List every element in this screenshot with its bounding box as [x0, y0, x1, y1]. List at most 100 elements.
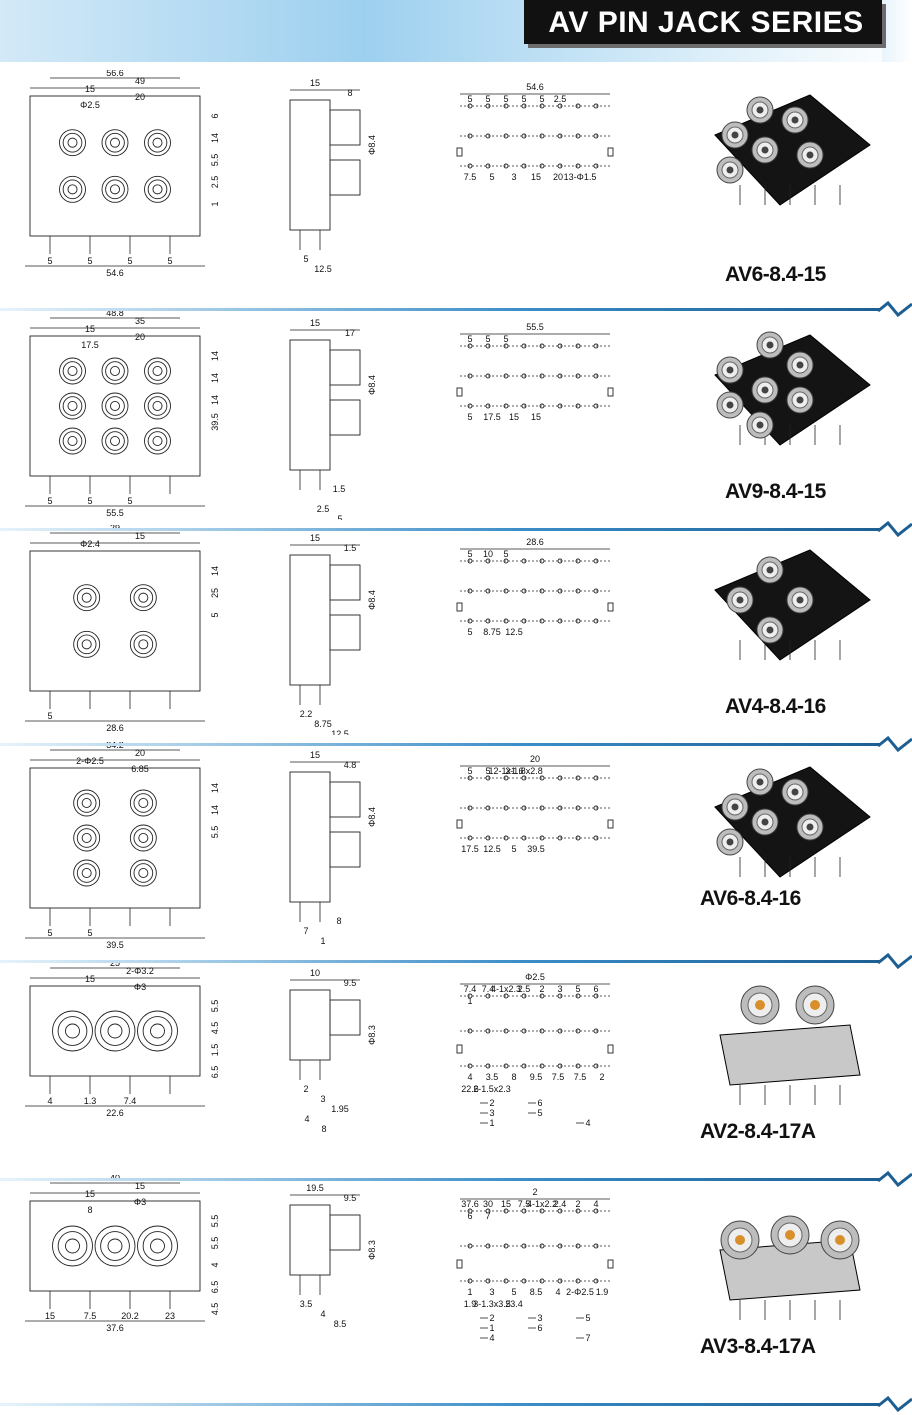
dimension-label: 14: [210, 351, 220, 361]
dimension-label: Φ8.4: [367, 807, 377, 827]
dimension-label: Φ8.4: [367, 135, 377, 155]
product-photo: [714, 549, 871, 661]
product-photo: [719, 985, 861, 1105]
dimension-label: 8: [336, 916, 341, 926]
dimension-label: 7: [485, 1211, 490, 1221]
dimension-label: 1.9: [596, 1287, 609, 1297]
pin-number: 4: [489, 1333, 494, 1343]
pin-number: 6: [537, 1323, 542, 1333]
dimension-label: 5: [575, 984, 580, 994]
product-photo: [714, 331, 871, 446]
dimension-label: 1.3: [84, 1096, 97, 1106]
dimension-label: 8: [347, 88, 352, 98]
dimension-label: 5: [539, 94, 544, 104]
dimension-label: 3: [511, 172, 516, 182]
dimension-label: 4.5: [210, 1303, 220, 1316]
dimension-label: 5: [127, 496, 132, 506]
dimension-label: 7.4: [124, 1096, 137, 1106]
dimension-label: 2.4: [554, 1199, 567, 1209]
dimension-label: 25: [110, 960, 120, 968]
technical-drawings: 2915Φ2.414255528.6151.5Φ8.42.28.7512.528…: [25, 525, 614, 735]
dimension-label: 37.6: [461, 1199, 479, 1209]
model-number: AV9-8.4-15: [725, 480, 826, 503]
dimension-label: 2: [303, 1084, 308, 1094]
dimension-label: 15: [85, 974, 95, 984]
dimension-label: 9.5: [344, 1193, 357, 1203]
product-section: 34.2202-Φ2.56.8514145.55539.5154.8871Φ8.…: [0, 742, 912, 952]
pin-number: 5: [585, 1313, 590, 1323]
dimension-label: 15: [310, 750, 320, 760]
dimension-label: 14: [210, 395, 220, 405]
dimension-label: 6: [467, 1211, 472, 1221]
dimension-label: 4: [47, 1096, 52, 1106]
dimension-label: 5: [467, 334, 472, 344]
dimension-label: 2-Φ3.2: [126, 966, 154, 976]
dimension-label: 5.5: [210, 1215, 220, 1228]
model-number: AV4-8.4-16: [725, 695, 826, 718]
dimension-label: 2.5: [518, 984, 531, 994]
dimension-label: 15: [85, 324, 95, 334]
dimension-label: 5.5: [210, 1237, 220, 1250]
dimension-label: 30: [483, 1199, 493, 1209]
dimension-label: 15: [85, 1189, 95, 1199]
dimension-label: 1.95: [331, 1104, 349, 1114]
section-divider: [0, 1170, 912, 1188]
dimension-label: 12.5: [505, 627, 523, 637]
dimension-label: 2.5: [210, 176, 220, 189]
dimension-label: 12.5: [314, 264, 332, 274]
dimension-label: 19.5: [306, 1183, 324, 1193]
dimension-label: 5: [47, 928, 52, 938]
dimension-label: 55.5: [526, 322, 544, 332]
dimension-label: 25: [210, 588, 220, 598]
dimension-label: 8.75: [314, 719, 332, 729]
dimension-label: 5: [47, 256, 52, 266]
dimension-label: 39.5: [106, 940, 124, 950]
dimension-label: Φ2.4: [80, 539, 100, 549]
dimension-label: 15: [310, 78, 320, 88]
dimension-label: 7.5: [464, 172, 477, 182]
pin-number: 2: [489, 1098, 494, 1108]
dimension-label: 13-Φ1.5: [564, 172, 597, 182]
dimension-label: 4: [467, 1072, 472, 1082]
dimension-label: 5: [503, 94, 508, 104]
pin-number: 2: [489, 1313, 494, 1323]
dimension-label: Φ8.3: [367, 1240, 377, 1260]
dimension-label: 5: [511, 844, 516, 854]
product-photo-frame: [714, 766, 871, 878]
dimension-label: 1: [467, 996, 472, 1006]
pin-number: 7: [585, 1333, 590, 1343]
dimension-label: 5: [485, 334, 490, 344]
pin-number: 3: [537, 1313, 542, 1323]
dimension-label: 20.2: [121, 1311, 139, 1321]
technical-drawings: 401515Φ385.55.546.54.5157.520.22337.619.…: [25, 1175, 614, 1343]
dimension-label: 1.5: [210, 1044, 220, 1057]
dimension-label: 1: [320, 936, 325, 946]
dimension-label: 1: [467, 1287, 472, 1297]
dimension-label: 5: [467, 627, 472, 637]
dimension-label: 4-1x2.3: [491, 984, 521, 994]
dimension-label: 23.4: [505, 1299, 523, 1309]
dimension-label: 6.5: [210, 1281, 220, 1294]
dimension-label: 8.5: [530, 1287, 543, 1297]
dimension-label: 20: [135, 92, 145, 102]
dimension-label: 8: [321, 1124, 326, 1134]
product-photo: [714, 766, 871, 878]
product-photo-frame: [714, 549, 871, 661]
product-photo-frame: [714, 94, 871, 206]
dimension-label: 14: [210, 373, 220, 383]
pin-number: 1: [489, 1118, 494, 1128]
dimension-label: 20: [553, 172, 563, 182]
dimension-label: 15: [135, 531, 145, 541]
header-edge: [882, 0, 912, 62]
